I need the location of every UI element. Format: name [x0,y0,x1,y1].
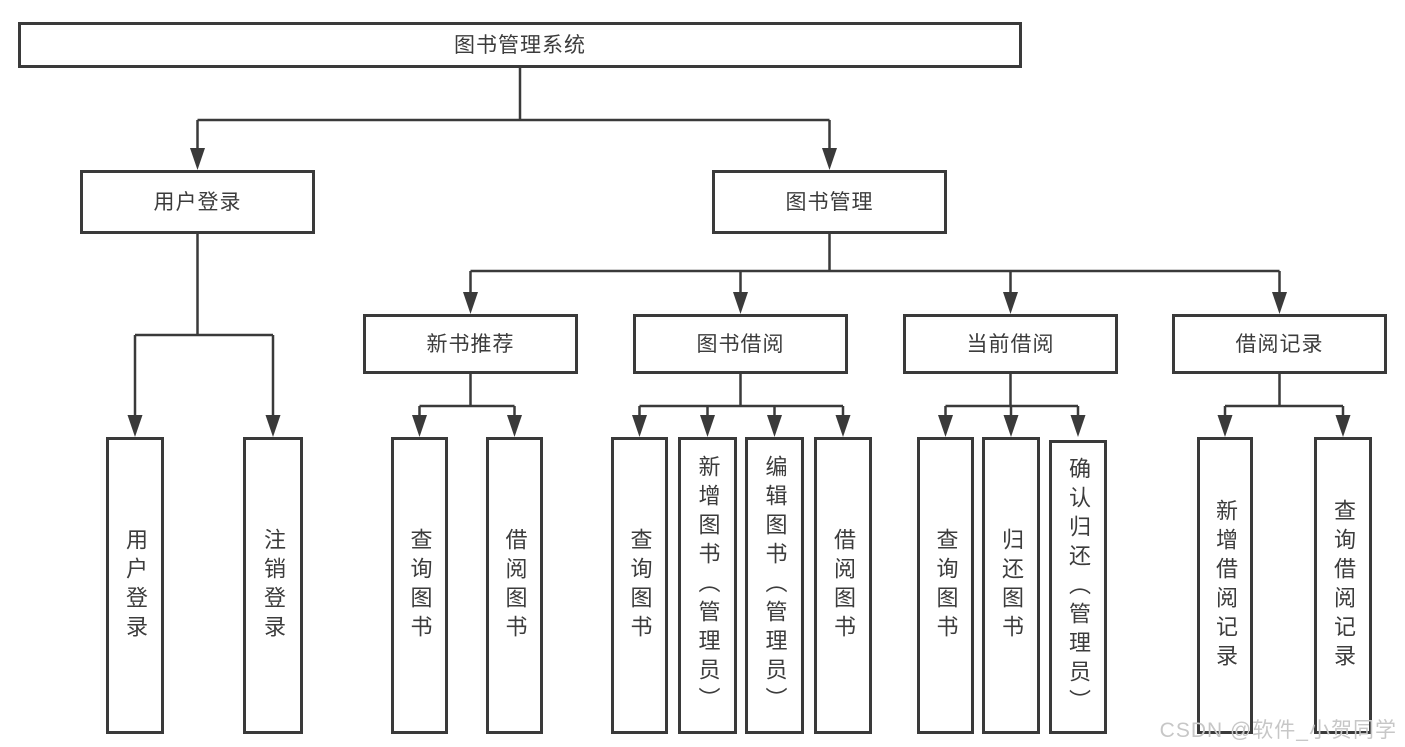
node-confirm-return-admin: 确认归还（管理员） [1049,440,1107,734]
node-user-login: 用户登录 [80,170,315,234]
node-borrow-books-recommend: 借阅图书 [486,437,543,734]
node-book-management: 图书管理 [712,170,947,234]
node-user-login-action: 用户登录 [106,437,164,734]
node-current-borrowing: 当前借阅 [903,314,1118,374]
node-return-books: 归还图书 [982,437,1040,734]
node-logout-action: 注销登录 [243,437,303,734]
watermark-text: CSDN @软件_小贺同学 [1159,719,1397,742]
node-library-management-system: 图书管理系统 [18,22,1022,68]
node-edit-books-admin: 编辑图书（管理员） [745,437,804,734]
node-query-books-current: 查询图书 [917,437,974,734]
node-query-books-borrowing: 查询图书 [611,437,668,734]
node-book-borrowing: 图书借阅 [633,314,848,374]
node-add-borrow-record: 新增借阅记录 [1197,437,1253,734]
node-borrow-books-borrowing: 借阅图书 [814,437,872,734]
node-new-book-recommendation: 新书推荐 [363,314,578,374]
node-borrowing-records: 借阅记录 [1172,314,1387,374]
node-query-borrow-record: 查询借阅记录 [1314,437,1372,734]
node-add-books-admin: 新增图书（管理员） [678,437,737,734]
node-query-books-recommend: 查询图书 [391,437,448,734]
